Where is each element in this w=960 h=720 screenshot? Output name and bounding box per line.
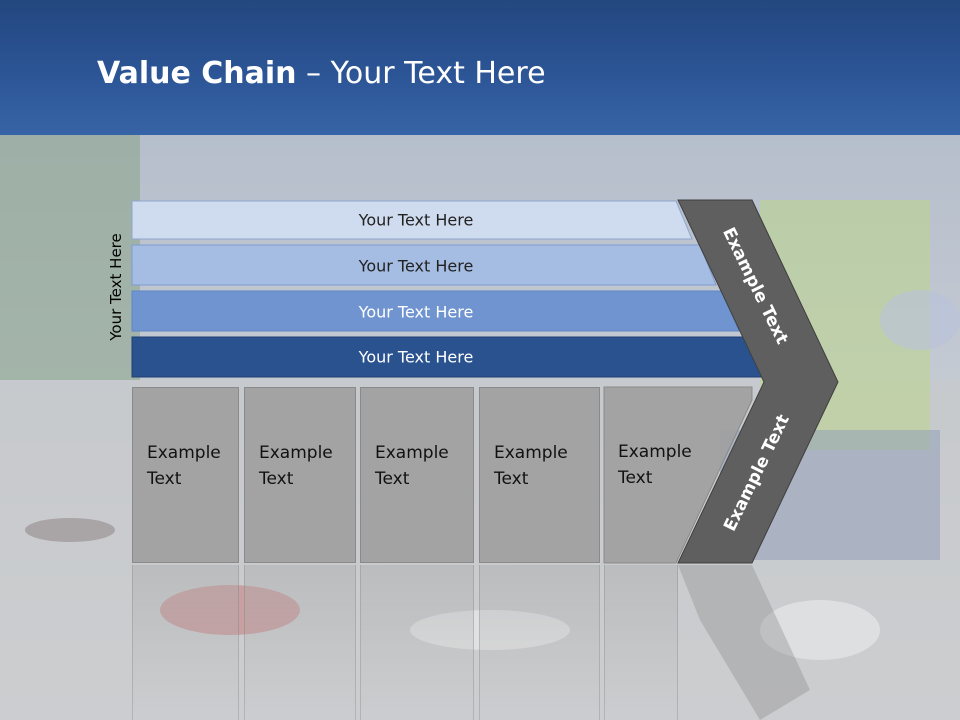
bar-label-3: Your Text Here bbox=[358, 302, 474, 322]
side-label: Your Text Here bbox=[107, 233, 125, 341]
bar-label-1: Your Text Here bbox=[358, 210, 474, 230]
box-4-line1: Example bbox=[494, 443, 568, 463]
box-reflection-2 bbox=[244, 565, 356, 720]
box-reflection-4 bbox=[479, 565, 600, 720]
bar-label-4: Your Text Here bbox=[358, 347, 474, 367]
box-1-line1: Example bbox=[147, 443, 221, 463]
header-band bbox=[0, 0, 960, 135]
bar-label-2: Your Text Here bbox=[358, 256, 474, 276]
box-4-line2: Text bbox=[494, 469, 529, 489]
title-rest: – Your Text Here bbox=[296, 56, 546, 91]
title-bold: Value Chain bbox=[97, 56, 297, 91]
box-5-line2: Text bbox=[618, 468, 653, 488]
slide-title: Value Chain – Your Text Here bbox=[97, 56, 546, 91]
box-1-line2: Text bbox=[147, 469, 182, 489]
box-2-line1: Example bbox=[259, 443, 333, 463]
box-reflection-1 bbox=[132, 565, 239, 720]
box-2-line2: Text bbox=[259, 469, 294, 489]
box-3-line2: Text bbox=[375, 469, 410, 489]
box-reflection-3 bbox=[360, 565, 474, 720]
box-5-line1: Example bbox=[618, 442, 692, 462]
box-reflection-5 bbox=[604, 565, 678, 720]
box-3-line1: Example bbox=[375, 443, 449, 463]
